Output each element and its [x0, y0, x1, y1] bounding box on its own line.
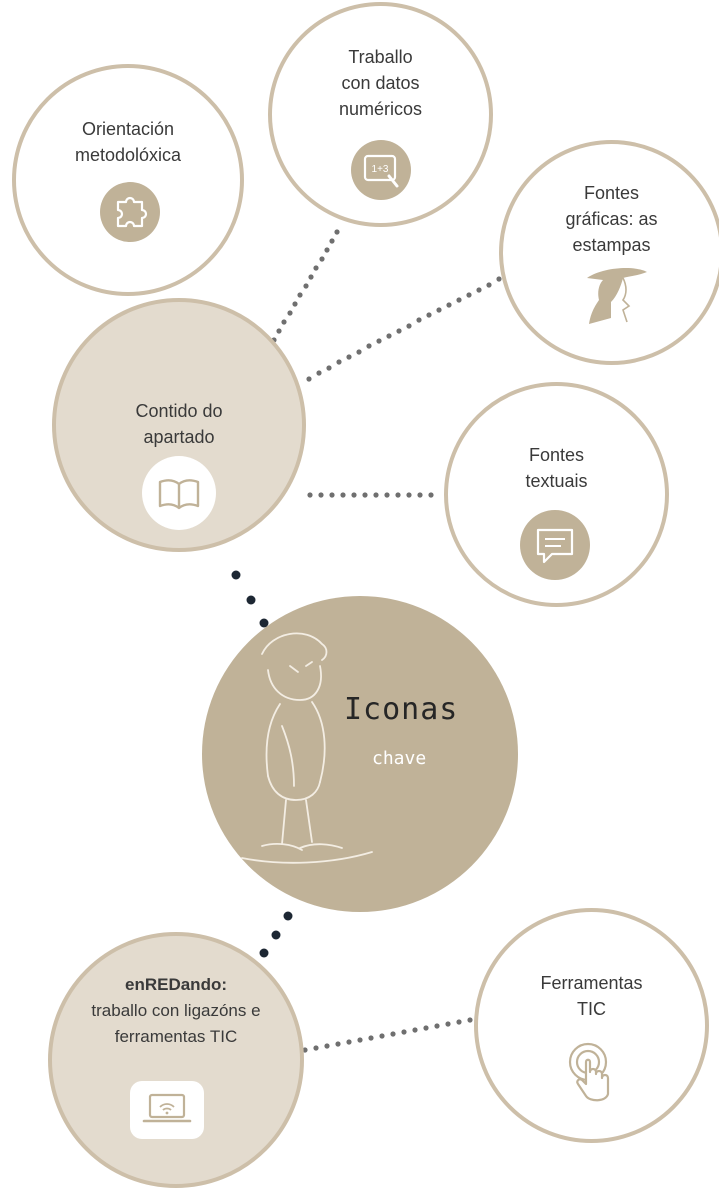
center-subtitle: chave — [372, 748, 427, 769]
node-textuais-line2: textuais — [525, 471, 588, 491]
node-tic-line1: Ferramentas — [540, 973, 643, 993]
node-graficas-line2: gráficas: as — [565, 209, 658, 229]
boy-illustration-icon — [241, 632, 373, 864]
node-tic-line2: TIC — [577, 999, 606, 1019]
laptop-wifi-icon — [130, 1081, 204, 1139]
node-contido-apartado[interactable]: Contido do apartado — [52, 298, 306, 552]
node-enredando[interactable]: enREDando: traballo con ligazóns e ferra… — [48, 932, 304, 1188]
woman-hat-icon — [577, 256, 653, 332]
book-icon — [142, 456, 216, 530]
node-fontes-graficas[interactable]: Fontes gráficas: as estampas — [499, 140, 719, 365]
center-iconas-chave: Iconas chave — [202, 596, 518, 912]
node-contido-line2: apartado — [143, 427, 215, 447]
node-ferramentas-tic[interactable]: Ferramentas TIC — [474, 908, 709, 1143]
whiteboard-icon: 1+3 — [351, 140, 411, 200]
speech-bubble-icon — [520, 510, 590, 580]
puzzle-icon — [100, 182, 160, 242]
node-orientacion-line1: Orientación — [81, 119, 175, 139]
node-traballo-datos-numericos[interactable]: Traballo con datos numéricos 1+3 — [268, 2, 493, 227]
node-enredando-line2: traballo con ligazóns e — [91, 1001, 261, 1020]
node-traballo-line2: con datos — [341, 73, 420, 93]
node-graficas-line1: Fontes — [583, 183, 640, 203]
center-title: Iconas — [344, 692, 459, 727]
touch-hand-icon — [560, 1038, 626, 1108]
node-fontes-textuais[interactable]: Fontes textuais — [444, 382, 669, 607]
node-graficas-line3: estampas — [572, 235, 651, 255]
node-enredando-line3: ferramentas TIC — [114, 1027, 238, 1046]
node-traballo-line1: Traballo — [348, 47, 413, 67]
node-traballo-line3: numéricos — [338, 99, 423, 119]
node-orientacion-line2: metodolóxica — [74, 145, 182, 165]
node-orientacion-metodoloxica[interactable]: Orientación metodolóxica — [12, 64, 244, 296]
node-enredando-bold: enREDando: — [125, 975, 227, 994]
node-textuais-line1: Fontes — [528, 445, 585, 465]
svg-text:1+3: 1+3 — [372, 164, 389, 175]
node-contido-line1: Contido do — [135, 401, 223, 421]
